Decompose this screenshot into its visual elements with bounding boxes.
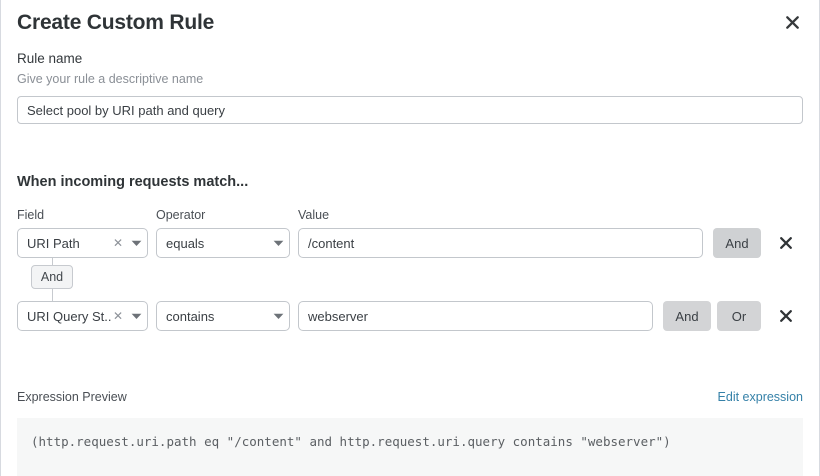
rule-name-input[interactable]: [17, 96, 803, 124]
connector-and-chip[interactable]: And: [31, 265, 73, 289]
and-button[interactable]: And: [713, 228, 761, 258]
operator-select[interactable]: contains: [156, 301, 290, 331]
expression-text: (http.request.uri.path eq "/content" and…: [31, 434, 671, 449]
value-input[interactable]: [298, 301, 653, 331]
chevron-down-icon[interactable]: [125, 240, 147, 247]
page-title: Create Custom Rule: [17, 11, 215, 34]
and-button[interactable]: And: [663, 301, 711, 331]
rule-name-label: Rule name: [17, 51, 83, 66]
match-heading: When incoming requests match...: [17, 174, 249, 190]
column-header-field: Field: [17, 208, 45, 222]
field-select-value: URI Path: [27, 235, 80, 251]
chevron-down-icon[interactable]: [125, 313, 147, 320]
condition-row: URI Query St... ✕ contains: [17, 301, 803, 331]
remove-condition-button[interactable]: [771, 228, 801, 258]
remove-condition-button[interactable]: [771, 301, 801, 331]
expression-code-box: (http.request.uri.path eq "/content" and…: [17, 418, 803, 476]
field-select-value: URI Query St...: [27, 308, 111, 324]
column-header-operator: Operator: [156, 208, 206, 222]
condition-column-headers: Field Operator Value: [17, 206, 803, 224]
operator-select-value: equals: [166, 235, 205, 251]
condition-row: URI Path ✕ equals: [17, 228, 803, 301]
chevron-down-icon[interactable]: [267, 313, 289, 320]
close-icon[interactable]: [781, 11, 803, 33]
operator-select-value: contains: [166, 308, 215, 324]
rule-name-help-text: Give your rule a descriptive name: [17, 72, 204, 86]
value-input[interactable]: [298, 228, 703, 258]
or-button[interactable]: Or: [717, 301, 761, 331]
field-select[interactable]: URI Query St... ✕: [17, 301, 148, 331]
clear-icon[interactable]: ✕: [112, 309, 124, 323]
operator-select[interactable]: equals: [156, 228, 290, 258]
expression-preview-section: Expression Preview Edit expression (http…: [17, 388, 803, 476]
edit-expression-link[interactable]: Edit expression: [717, 390, 803, 404]
field-select[interactable]: URI Path ✕: [17, 228, 148, 258]
rule-name-section: Rule name Give your rule a descriptive n…: [17, 50, 803, 124]
condition-rows: URI Path ✕ equals: [17, 228, 803, 331]
chevron-down-icon[interactable]: [267, 240, 289, 247]
expression-preview-label: Expression Preview: [17, 390, 127, 404]
column-header-value: Value: [298, 208, 330, 222]
dialog-header: Create Custom Rule: [17, 8, 803, 42]
clear-icon[interactable]: ✕: [112, 236, 124, 250]
logic-connector: And: [31, 258, 75, 301]
match-conditions-section: When incoming requests match... Field Op…: [17, 172, 803, 331]
expression-preview-header: Expression Preview Edit expression: [17, 388, 803, 406]
